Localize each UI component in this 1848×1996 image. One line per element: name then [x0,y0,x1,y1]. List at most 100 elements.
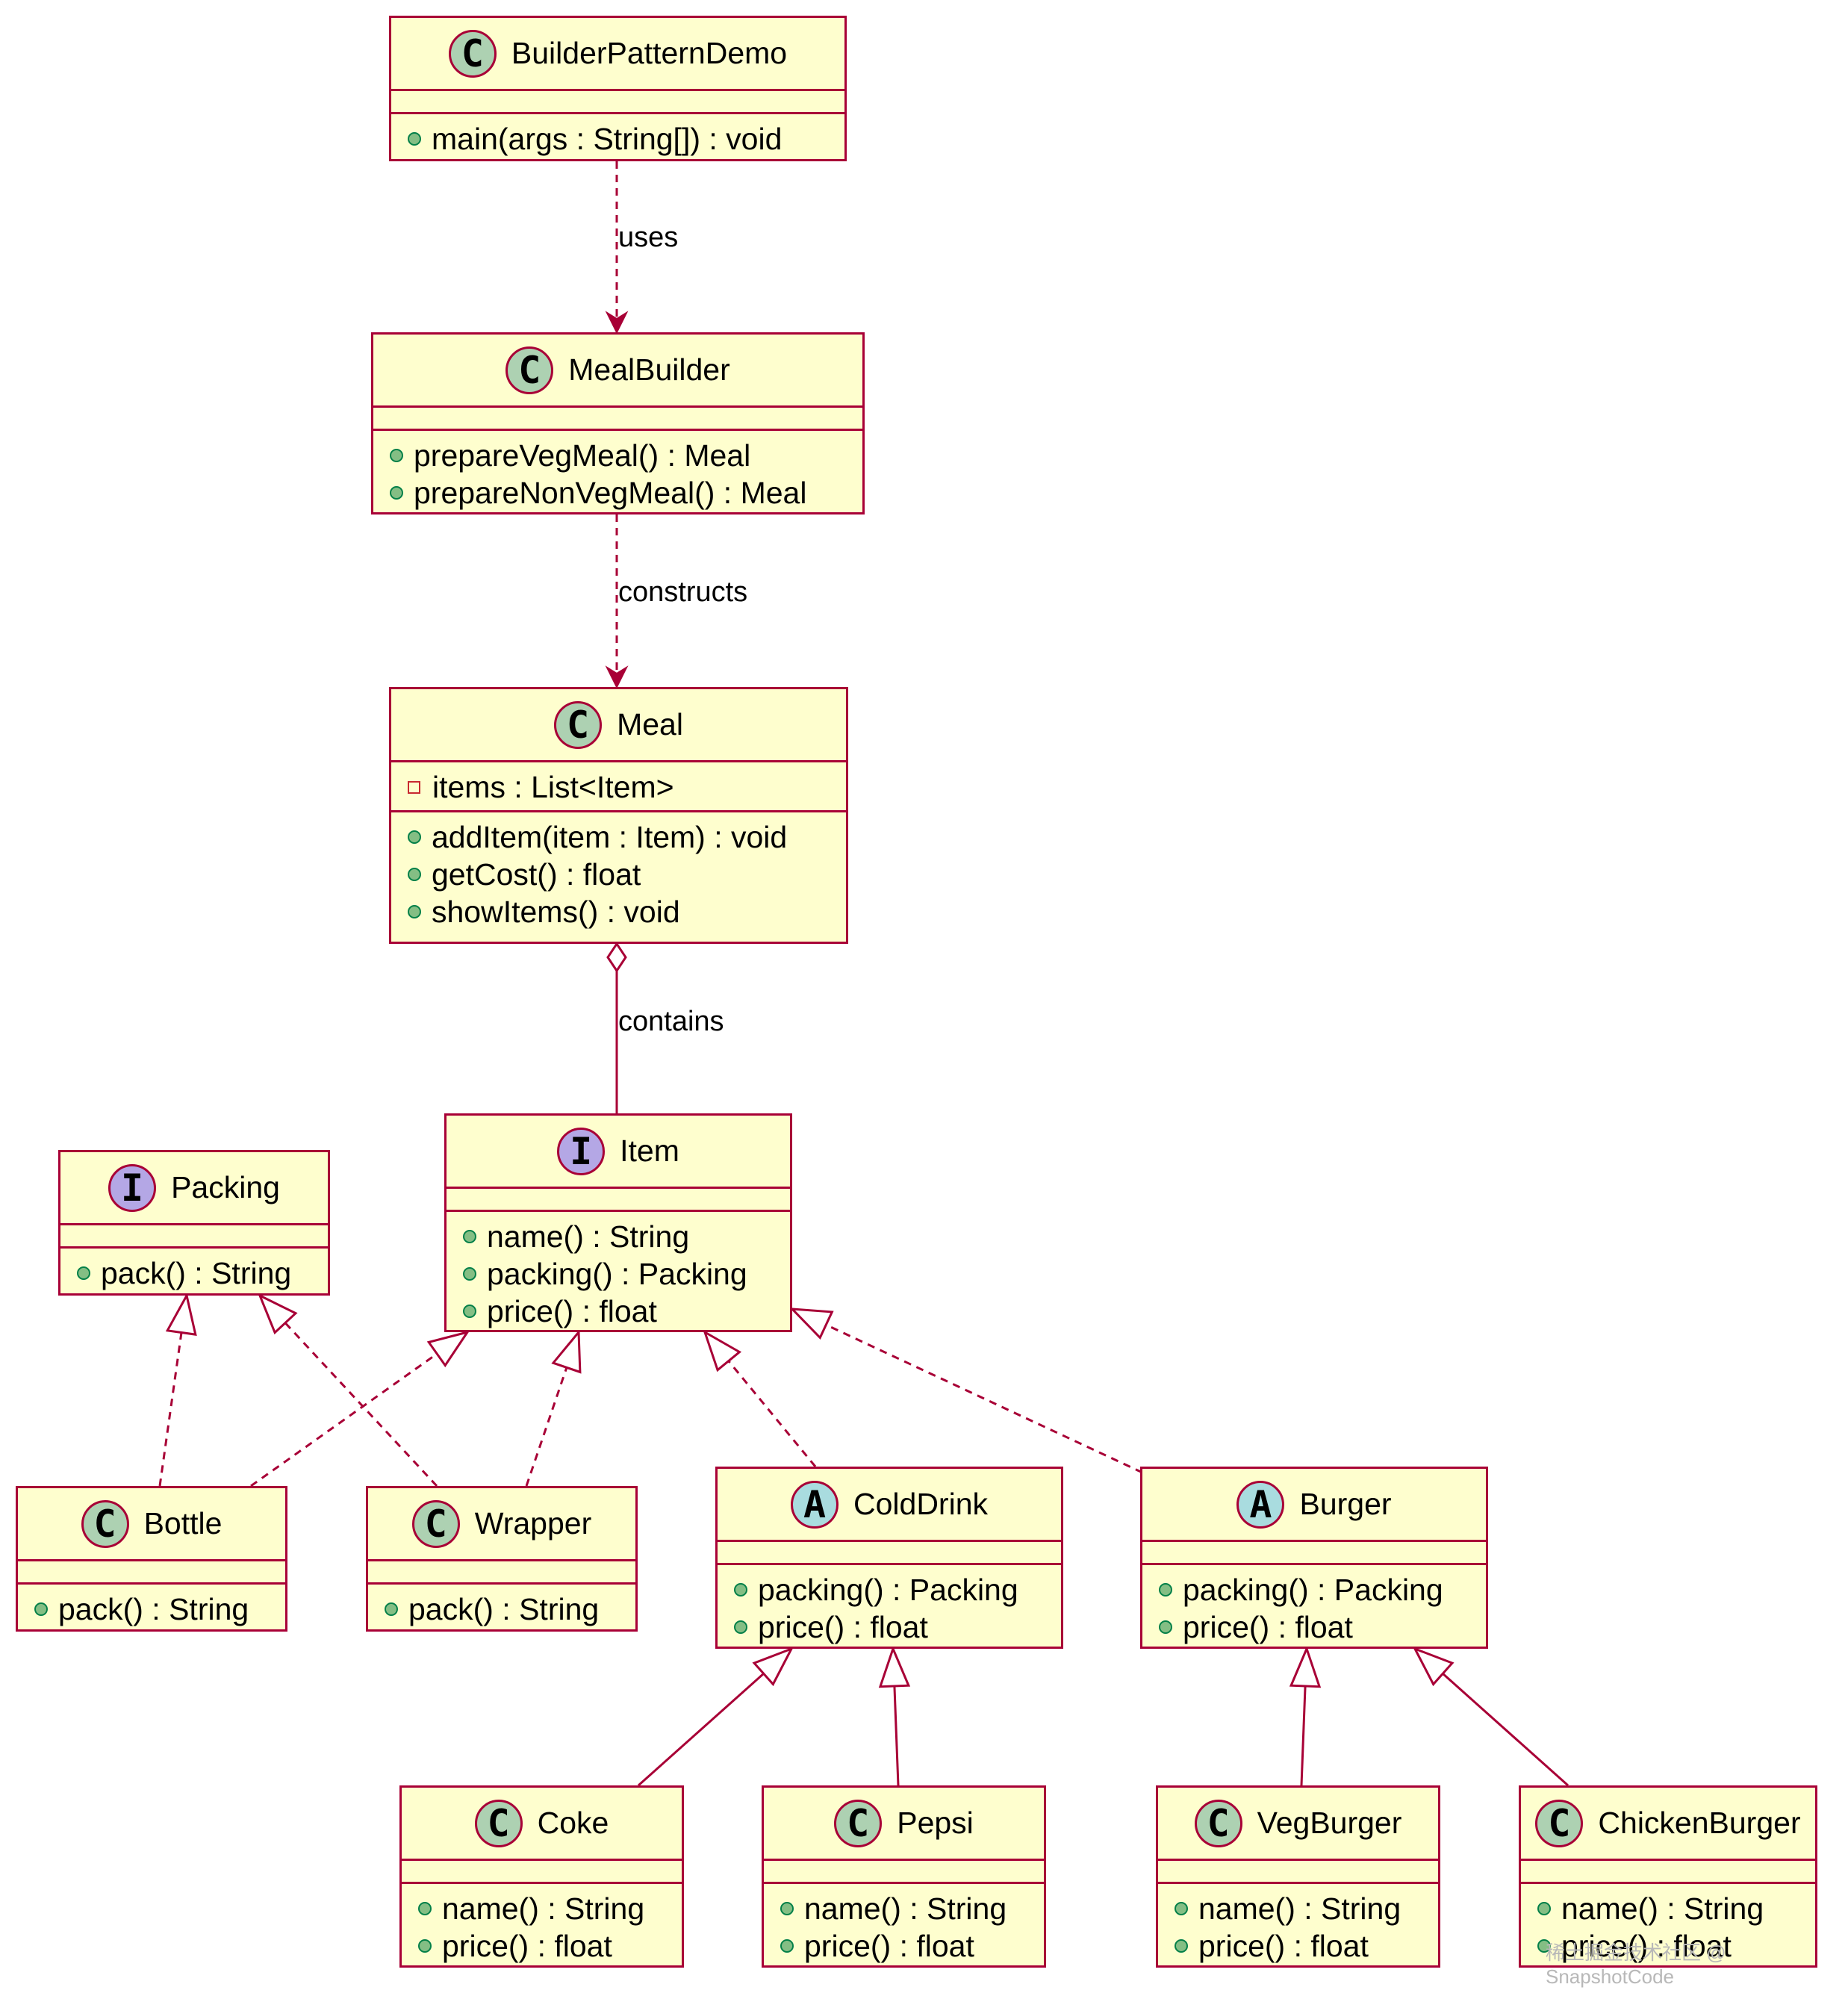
method-row: price() : float [1142,1608,1486,1646]
method-text: price() : float [1198,1928,1369,1963]
relation-chickenburger-burger [1412,1647,1569,1787]
public-visibility-icon [408,132,421,146]
inheritance-arrowhead [258,1293,298,1335]
relation-line [1300,1685,1307,1786]
class-name: Wrapper [474,1506,592,1540]
class-meal: C Meal items : List<Item> addItem(item : It… [389,687,848,944]
class-icon: C [474,1799,523,1847]
relation-bottle-item [250,1330,470,1487]
method-text: price() : float [758,1609,928,1644]
method-text: prepareNonVegMeal() : Meal [414,475,807,510]
class-icon: C [448,29,497,78]
method-row: name() : String [402,1890,682,1927]
public-visibility-icon [734,1620,747,1634]
class-header: C Meal [391,689,846,760]
class-icon: C [1535,1799,1584,1847]
relation-burger-item [789,1308,1143,1474]
aggregation-diamond [606,942,627,973]
method-text: packing() : Packing [758,1572,1018,1607]
method-text: price() : float [1183,1609,1353,1644]
fields-section [1158,1859,1438,1882]
method-row: name() : String [447,1218,790,1255]
public-visibility-icon [408,905,421,918]
method-row: price() : float [764,1927,1044,1965]
method-row: price() : float [402,1927,682,1965]
inheritance-arrowhead [165,1292,197,1336]
methods-section: main(args : String[]) : void [391,112,844,162]
relation-contains: contains [606,942,724,1113]
method-row: packing() : Packing [1142,1571,1486,1608]
method-text: name() : String [442,1891,645,1926]
class-name: Packing [171,1170,280,1204]
public-visibility-icon [1159,1620,1172,1634]
method-text: price() : float [1561,1928,1732,1963]
class-name: Burger [1299,1487,1392,1521]
relation-line [893,1685,900,1786]
class-name: Coke [537,1806,609,1840]
class-icon: C [554,700,603,749]
method-text: price() : float [442,1928,612,1963]
public-visibility-icon [34,1602,48,1616]
public-visibility-icon [418,1939,432,1953]
relation-coke-colddrink [638,1647,794,1787]
fields-section [368,1559,635,1582]
public-visibility-icon [780,1902,794,1915]
relation-bottle-packing [158,1292,197,1487]
fields-section [373,405,862,429]
method-row: packing() : Packing [718,1571,1061,1608]
method-row: prepareNonVegMeal() : Meal [373,474,862,512]
fields-section [447,1187,790,1210]
method-text: name() : String [487,1219,690,1254]
method-row: addItem(item : Item) : void [391,818,846,856]
public-visibility-icon [463,1267,476,1281]
interface-icon: I [108,1163,157,1212]
dependency-arrowhead [605,665,629,689]
class-icon: C [505,346,554,394]
fields-section [1142,1540,1486,1563]
inheritance-arrowhead [789,1308,834,1340]
public-visibility-icon [77,1266,90,1280]
watermark: 稀土掘金技术社区 @ SnapshotCode [1546,1941,1726,1988]
inheritance-arrowhead [1289,1645,1322,1688]
fields-section [60,1223,328,1246]
public-visibility-icon [1159,1583,1172,1597]
relation-label: constructs [618,576,747,608]
inheritance-arrowhead [878,1645,911,1688]
method-row: name() : String [1158,1890,1438,1927]
public-visibility-icon [390,449,403,462]
method-row: pack() : String [60,1255,328,1292]
relation-line [727,1360,817,1467]
method-text: pack() : String [101,1255,292,1290]
public-visibility-icon [1175,1939,1188,1953]
class-icon: C [81,1499,129,1548]
public-visibility-icon [408,868,421,881]
class-name: ColdDrink [853,1487,988,1521]
public-visibility-icon [463,1305,476,1318]
method-row: pack() : String [368,1591,635,1628]
abstract-class-icon: A [1236,1480,1285,1529]
inheritance-arrowhead [703,1329,742,1372]
method-row: prepareVegMeal() : Meal [373,437,862,474]
relation-uses: uses [605,161,678,335]
field-text: items : List<Item> [432,769,674,804]
class-name: Meal [617,707,683,741]
public-visibility-icon [1537,1939,1551,1953]
inheritance-arrowhead [426,1330,470,1368]
methods-section: pack() : String [368,1582,635,1632]
